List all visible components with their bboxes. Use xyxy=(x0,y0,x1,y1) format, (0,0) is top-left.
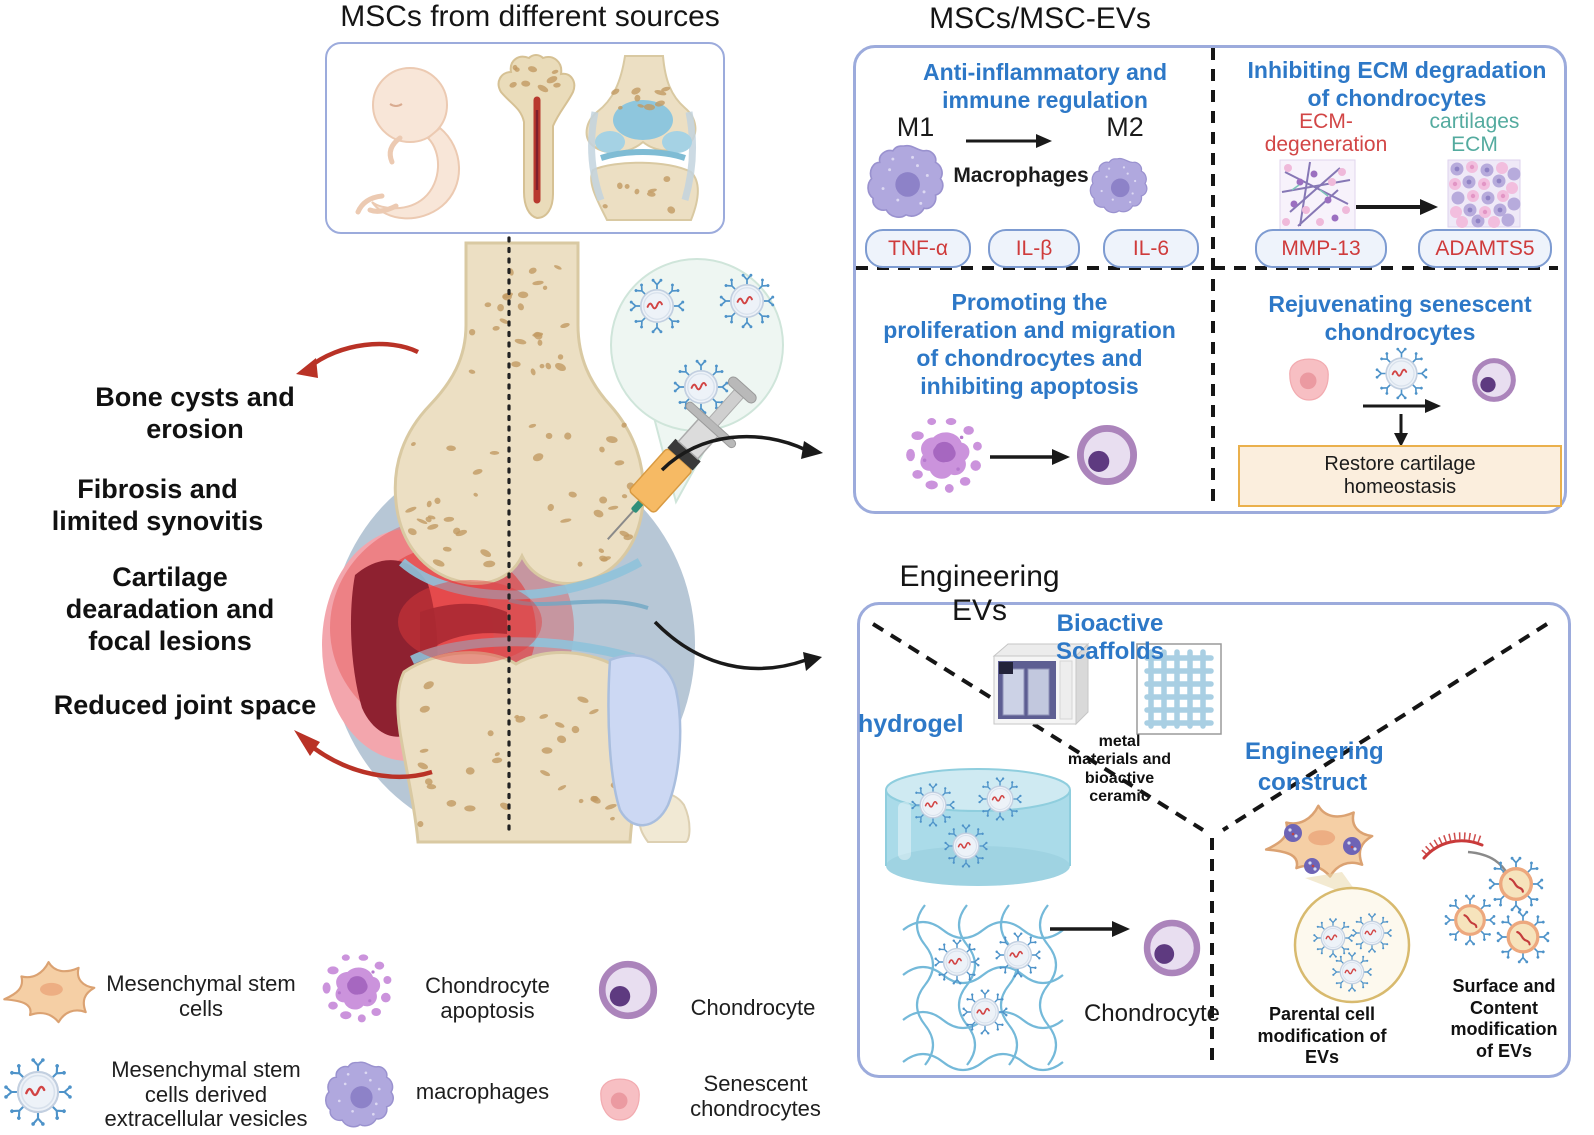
legend-label-macrophages: macrophages xyxy=(415,1079,550,1104)
legend-label-apoptosis: Chondrocyte apoptosis xyxy=(425,973,550,1023)
ev-icon xyxy=(4,1058,72,1126)
ev-icon xyxy=(674,360,728,414)
bioactive-scaffolds-heading: Bioactive Scaffolds xyxy=(1055,610,1165,665)
m2-label: M2 xyxy=(1106,112,1144,142)
quadrant-divider-horizontal xyxy=(856,266,1558,270)
quadrant-heading-ecm: Inhibiting ECM degradation of chondrocyt… xyxy=(1247,57,1547,112)
ev-icon xyxy=(630,279,684,333)
m1-label: M1 xyxy=(896,112,935,142)
chondrocyte-icon xyxy=(602,964,654,1016)
chondrocyte-apoptosis-icon xyxy=(322,954,392,1023)
knee-cross-section-illustration xyxy=(294,236,823,844)
engineering-construct-heading: Engineering construct xyxy=(1245,738,1384,797)
inflamed-synovium xyxy=(350,560,438,737)
trabecular-speckles xyxy=(405,265,635,828)
pathology-label: Cartilage dearadation and focal lesions xyxy=(65,562,275,656)
materials-note: metal materials and bioactive ceramic xyxy=(1067,733,1172,806)
ev-magnifier-bubble xyxy=(610,258,784,505)
senescent-chondrocyte-icon xyxy=(600,1078,640,1121)
injection-syringe-icon xyxy=(607,376,757,541)
parental-modification-label: Parental cell modification of EVs xyxy=(1257,1004,1387,1068)
engineering-title: Engineering EVs xyxy=(899,560,1060,627)
cytokine-pill: IL-β xyxy=(988,229,1080,268)
quadrant-heading-rejuvenation: Rejuvenating senescent chondrocytes xyxy=(1268,291,1532,346)
pathology-label: Bone cysts and erosion xyxy=(95,382,295,444)
restore-homeostasis-box: Restore cartilage homeostasis xyxy=(1238,445,1562,507)
msc-evs-title: MSCs/MSC-EVs xyxy=(929,2,1151,35)
inflammation-red-zone xyxy=(360,546,536,714)
legend-label-chondrocyte: Chondrocyte xyxy=(690,995,816,1020)
macrophages-label: Macrophages xyxy=(953,164,1089,187)
pathology-label: Reduced joint space xyxy=(53,690,317,720)
cytokine-pill: IL-6 xyxy=(1103,229,1199,268)
legend-label-senescent: Senescent chondrocytes xyxy=(690,1071,821,1121)
quadrant-heading-anti-inflammatory: Anti-inflammatory and immune regulation xyxy=(922,59,1168,114)
macrophage-icon xyxy=(325,1061,394,1128)
tibial-cartilage xyxy=(410,637,636,665)
pathology-arrow-top xyxy=(296,341,420,378)
msc-cell-icon xyxy=(3,961,96,1024)
cytokine-pill: TNF-α xyxy=(865,229,971,268)
pathology-label: Fibrosis and limited synovitis xyxy=(51,474,264,536)
surface-modification-label: Surface and Content modification of EVs xyxy=(1450,976,1558,1061)
chondrocyte-label: Chondrocyte xyxy=(1083,1000,1221,1027)
quadrant-heading-proliferation: Promoting the proliferation and migratio… xyxy=(883,289,1176,400)
synovitis-pink-zone xyxy=(322,529,494,761)
cartilages-ecm-label: cartilages ECM xyxy=(1429,110,1520,157)
sources-title: MSCs from different sources xyxy=(340,0,720,33)
pathology-arrow-bottom xyxy=(294,730,433,779)
femoral-cartilage xyxy=(399,558,643,600)
legend-label-msc: Mesenchymal stem cells xyxy=(106,971,296,1021)
fibula-bone xyxy=(638,792,691,843)
enzyme-pill: MMP-13 xyxy=(1255,229,1387,268)
tibia-bone xyxy=(396,651,648,844)
ev-icon xyxy=(720,274,774,328)
arrow-to-engineering-panel xyxy=(653,620,822,671)
femur-bone xyxy=(393,241,645,585)
synovial-fluid-pocket xyxy=(607,654,682,827)
enzyme-pill: ADAMTS5 xyxy=(1418,229,1552,268)
arrow-to-msc-evs-panel xyxy=(660,434,823,472)
hydrogel-label: hydrogel xyxy=(858,710,964,738)
quadrant-divider-vertical xyxy=(1211,48,1215,505)
ecm-degeneration-label: ECM- degeneration xyxy=(1264,110,1388,157)
msc-sources-box xyxy=(325,42,725,234)
legend-label-ev: Mesenchymal stem cells derived extracell… xyxy=(104,1057,308,1132)
